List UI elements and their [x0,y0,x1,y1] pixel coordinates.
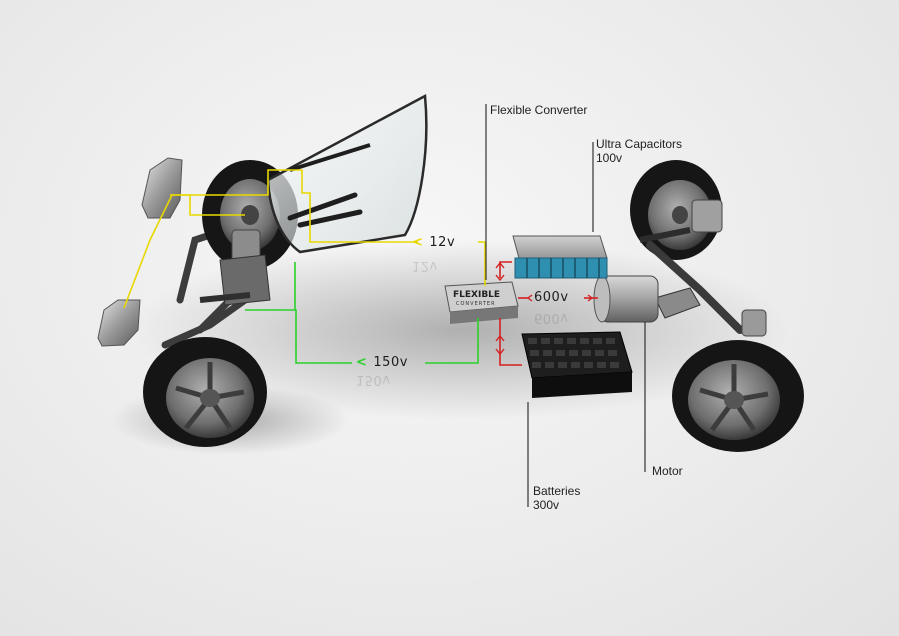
voltage-12v-text: 12v [429,235,456,250]
wire-150v [245,262,479,364]
label-batteries: Batteries 300v [533,484,580,512]
voltage-600v-label: 600v [534,290,569,305]
voltage-600v-reflection: 600v [534,310,569,325]
converter-badge-line1: FLEXIBLE [453,290,500,300]
flexible-converter-box: FLEXIBLE CONVERTER [444,281,519,324]
ultra-capacitor-pack [512,235,608,279]
chevron-left-icon: < [412,235,424,250]
motor [593,275,659,323]
front-crash-pad-lower [97,299,141,347]
battery-pack [521,331,633,398]
rear-lower-wheel [672,340,804,452]
wire-600v-chevrons [495,261,594,356]
voltage-600v-text: 600v [534,290,569,305]
callout-leaders [485,104,646,507]
label-ultra-capacitors: Ultra Capacitors 100v [596,137,682,165]
voltage-150v-text: 150v [373,355,408,370]
front-suspension [199,229,271,306]
label-ultra-capacitors-title: Ultra Capacitors [596,137,683,151]
rear-suspension [639,199,767,337]
voltage-12v-reflection: 12v [412,258,438,273]
windshield [266,94,428,254]
label-batteries-title: Batteries [533,484,581,498]
label-batteries-voltage: 300v [533,498,560,512]
label-ultra-capacitors-voltage: 100v [596,151,623,165]
label-flexible-converter: Flexible Converter [490,103,588,117]
voltage-150v-reflection: 150v [356,372,391,387]
wire-12v [123,169,486,309]
converter-badge-line2: CONVERTER [456,301,496,307]
front-lower-wheel [143,337,267,447]
front-crash-pad-upper [141,157,183,219]
chevron-left-icon: < [356,355,368,370]
voltage-12v-label: <12v [412,235,455,250]
voltage-150v-label: <150v [356,355,408,370]
wiper-arm [289,143,371,172]
rear-gearbox [654,287,701,319]
label-motor: Motor [652,464,683,478]
